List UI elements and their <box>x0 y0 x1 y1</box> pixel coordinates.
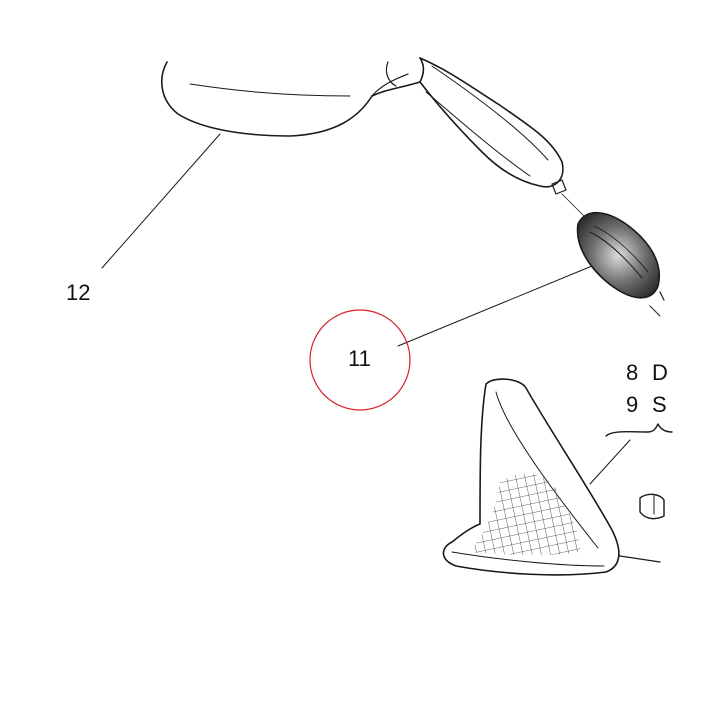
lamp-connector <box>639 493 665 520</box>
callout-8: 8 <box>626 360 638 385</box>
highlight-circle <box>309 309 411 411</box>
leader-line-11 <box>397 265 593 347</box>
callout-11: 11 <box>348 346 371 371</box>
callout-brace <box>605 423 673 437</box>
callout-8-text: D <box>652 360 668 385</box>
mirror-arm <box>419 57 567 195</box>
side-indicator-lamp <box>442 378 661 576</box>
callout-9-text: S <box>652 392 667 417</box>
mirror-housing <box>160 57 425 137</box>
arm-to-seal-line <box>561 193 585 217</box>
leader-line-12 <box>101 133 221 269</box>
leader-line-8-9 <box>589 439 631 485</box>
edge-line <box>649 305 661 317</box>
seal-gasket <box>576 211 665 301</box>
callout-9: 9 <box>626 392 638 417</box>
callout-12: 12 <box>66 280 90 305</box>
